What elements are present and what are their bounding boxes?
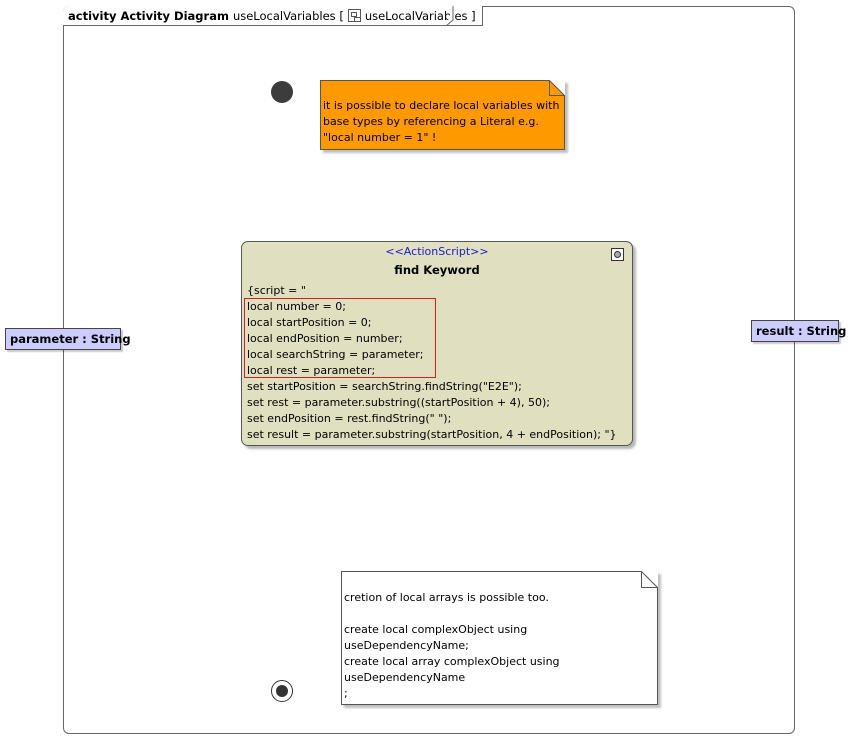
note-local-variables-text: it is possible to declare local variable… bbox=[323, 99, 560, 144]
frame-keyword: activity bbox=[68, 8, 117, 23]
action-settings-icon[interactable] bbox=[611, 248, 624, 261]
action-script: {script = " local number = 0; local star… bbox=[247, 284, 617, 441]
action-stereotype: <<ActionScript>> bbox=[385, 245, 489, 258]
output-pin-result[interactable]: result : String bbox=[751, 320, 846, 342]
diagram-icon bbox=[347, 9, 361, 22]
action-find-keyword[interactable]: <<ActionScript>> find Keyword {script = … bbox=[241, 241, 633, 446]
frame-ref: useLocalVariables ] bbox=[364, 8, 476, 23]
note-local-variables[interactable]: it is possible to declare local variable… bbox=[320, 80, 565, 150]
frame-kind: Activity Diagram bbox=[120, 8, 229, 23]
initial-node[interactable] bbox=[271, 81, 293, 103]
action-name: find Keyword bbox=[394, 263, 480, 277]
frame-header: activity Activity Diagram useLocalVariab… bbox=[63, 6, 483, 26]
activity-final-node[interactable] bbox=[271, 680, 293, 702]
input-pin-parameter[interactable]: parameter : String bbox=[5, 328, 131, 350]
frame-name: useLocalVariables [ bbox=[232, 8, 344, 23]
note-local-arrays-text: cretion of local arrays is possible too.… bbox=[344, 591, 560, 700]
note-local-arrays[interactable]: cretion of local arrays is possible too.… bbox=[341, 571, 658, 705]
local-declarations-highlight bbox=[244, 298, 436, 378]
frame-tab-corner bbox=[446, 6, 454, 26]
